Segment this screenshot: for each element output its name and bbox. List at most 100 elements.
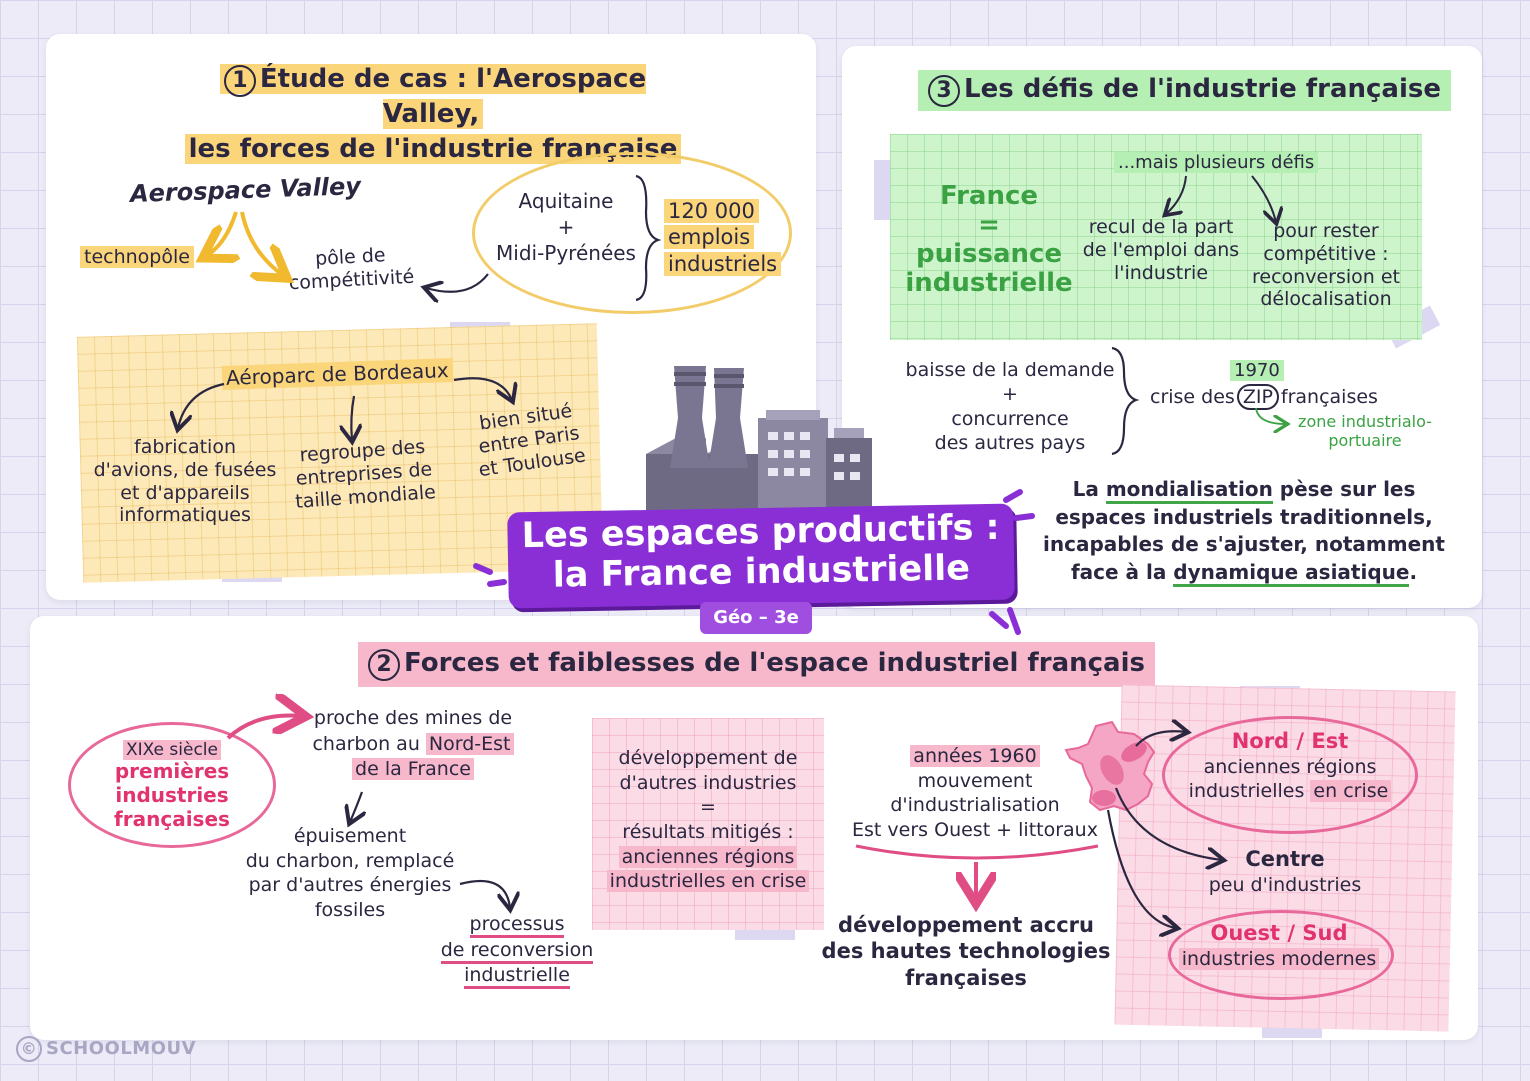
hautes-line2: des hautes technologies bbox=[821, 939, 1111, 964]
section3-title-text: Les défis de l'industrie française bbox=[964, 74, 1441, 104]
mondialisation-word: mondialisation bbox=[1105, 477, 1273, 504]
map-region-nord-est bbox=[1121, 742, 1147, 762]
ouest-sud-group: Ouest / Sud industries modernes bbox=[1172, 920, 1386, 972]
processus-text: processus de reconversion industrielle bbox=[432, 912, 602, 990]
concurrence-line1: concurrence bbox=[951, 407, 1069, 430]
mondial-line2: espaces industriels traditionnels, bbox=[1055, 504, 1433, 529]
schoolmouv-text: SCHOOLMOUV bbox=[46, 1038, 197, 1059]
zone-industrialo: zone industrialo- portuaire bbox=[1290, 412, 1440, 450]
hautes-line1: développement accru bbox=[838, 913, 1094, 937]
anciennes-line2: industrielles en crise bbox=[606, 870, 810, 893]
concurrence-line2: des autres pays bbox=[934, 431, 1086, 454]
developpement-grid bbox=[592, 718, 824, 930]
emplois-line1: 120 000 bbox=[664, 199, 759, 223]
map-region-ouest-sud bbox=[1092, 790, 1116, 806]
epuisement-line2: du charbon, remplacé bbox=[245, 849, 455, 872]
proche-line1: proche des mines de bbox=[313, 707, 513, 729]
annees-1960-label: années 1960 bbox=[910, 745, 1040, 767]
year-1970-text: 1970 bbox=[1230, 360, 1284, 381]
schoolmouv-logo: ©SCHOOLMOUV bbox=[16, 1036, 196, 1062]
geo-3e-text: Géo – 3e bbox=[713, 607, 799, 628]
technopole-text: technopôle bbox=[80, 246, 194, 268]
zip-label: ZIP bbox=[1236, 384, 1279, 410]
baisse-group: baisse de la demande + concurrence des a… bbox=[898, 358, 1122, 455]
pour-rester-line3: reconversion et bbox=[1252, 265, 1400, 288]
mondial-line4-after: . bbox=[1409, 559, 1418, 584]
premieres-line3: françaises bbox=[114, 806, 230, 831]
epuisement-line3: par d'autres énergies bbox=[248, 874, 452, 897]
mondial-line3: incapables de s'ajuster, notamment bbox=[1043, 532, 1445, 557]
epuisement-text: épuisement du charbon, remplacé par d'au… bbox=[236, 824, 464, 923]
nord-desc-line2-before: industrielles bbox=[1188, 780, 1305, 803]
main-title: Les espaces productifs : la France indus… bbox=[507, 508, 1014, 597]
puissance-line1: puissance bbox=[915, 239, 1063, 270]
hautes-technologies: développement accru des hautes technolog… bbox=[818, 912, 1114, 991]
zone-line2: portuaire bbox=[1328, 431, 1402, 451]
centre-desc: peu d'industries bbox=[1208, 873, 1362, 896]
mouvement-line2: d'industrialisation bbox=[890, 794, 1060, 817]
resultats-label: résultats mitigés : bbox=[622, 821, 794, 844]
france-label: France bbox=[939, 181, 1039, 211]
proche-mines: proche des mines de charbon au Nord-Est … bbox=[300, 706, 526, 783]
nord-est-group: Nord / Est anciennes régions industriell… bbox=[1168, 728, 1412, 804]
developpement-text: développement de d'autres industries = r… bbox=[598, 746, 818, 894]
tape bbox=[874, 160, 890, 220]
recul-line3: l'industrie bbox=[1113, 261, 1209, 284]
factory-icon bbox=[646, 366, 872, 522]
equals-sign: = bbox=[978, 210, 1000, 241]
regroupe-text: regroupe des entreprises de taille mondi… bbox=[282, 435, 446, 514]
section2-number: 2 bbox=[368, 649, 400, 681]
en-crise-highlight: en crise bbox=[1310, 780, 1392, 803]
nord-oval bbox=[1162, 716, 1418, 834]
france-puissance: France = puissance industrielle bbox=[904, 181, 1074, 299]
nord-desc-line1: anciennes régions bbox=[1203, 755, 1377, 778]
recul-line2: de l'emploi dans bbox=[1082, 238, 1240, 261]
mais-defis: ...mais plusieurs défis bbox=[1114, 152, 1319, 173]
proche-line3: de la France bbox=[352, 758, 474, 781]
crise-des-text: crise des bbox=[1150, 386, 1235, 408]
ouest-oval bbox=[1168, 910, 1394, 1000]
centre-title: Centre bbox=[1245, 847, 1325, 871]
mouvement-line1: mouvement bbox=[917, 769, 1033, 792]
nord-est-highlight: Nord-Est bbox=[425, 732, 514, 755]
fabrication-line2: d'avions, de fusées bbox=[93, 458, 277, 481]
section2-title-text: Forces et faiblesses de l'espace industr… bbox=[404, 648, 1145, 678]
premieres-line1: premières bbox=[114, 759, 230, 784]
mondialisation-block: La mondialisation pèse sur les espaces i… bbox=[1036, 476, 1452, 587]
fabrication-line4: informatiques bbox=[119, 504, 251, 527]
developpement-line1: développement de bbox=[618, 747, 798, 769]
section1-title-line1: Étude de cas : l'Aerospace Valley, bbox=[259, 64, 647, 130]
pole-competitivite: pôle de compétitivité bbox=[285, 243, 417, 295]
mais-defis-text: ...mais plusieurs défis bbox=[1114, 152, 1319, 173]
puissance-line2: industrielle bbox=[905, 268, 1073, 299]
emplois-line3: industriels bbox=[664, 251, 782, 276]
processus-line1: processus bbox=[469, 913, 565, 938]
regions-group: Aquitaine + Midi-Pyrénées bbox=[488, 188, 644, 266]
nord-est-title: Nord / Est bbox=[1231, 729, 1349, 753]
regions-oval bbox=[472, 152, 792, 314]
recul-line1: recul de la part bbox=[1088, 216, 1234, 238]
ouest-sud-title: Ouest / Sud bbox=[1210, 921, 1348, 945]
mondial-line4-before: face à la bbox=[1070, 559, 1167, 584]
france-map-icon bbox=[1064, 720, 1156, 812]
epuisement-line4: fossiles bbox=[314, 899, 386, 922]
pour-rester-line2: compétitive : bbox=[1263, 242, 1389, 265]
copyright-icon: © bbox=[16, 1036, 42, 1062]
ouest-desc: industries modernes bbox=[1178, 948, 1380, 971]
midi-pyrenees-label: Midi-Pyrénées bbox=[496, 241, 636, 265]
recul-text: recul de la part de l'emploi dans l'indu… bbox=[1078, 216, 1244, 284]
mouvement-line3: Est vers Ouest + littoraux bbox=[852, 819, 1098, 842]
fabrication-line3: et d'appareils bbox=[120, 481, 250, 504]
epuisement-line1: épuisement bbox=[293, 825, 407, 847]
zone-line1: zone industrialo- bbox=[1298, 412, 1432, 431]
developpement-line2: d'autres industries bbox=[619, 771, 797, 794]
proche-line2-before: charbon au bbox=[312, 732, 420, 755]
hautes-line3: françaises bbox=[905, 965, 1027, 990]
xix-group: XIXe siècle premières industries françai… bbox=[84, 740, 260, 831]
xix-oval bbox=[68, 722, 276, 848]
xix-siecle-label: XIXe siècle bbox=[123, 740, 221, 760]
anciennes-line1: anciennes régions bbox=[618, 845, 798, 868]
